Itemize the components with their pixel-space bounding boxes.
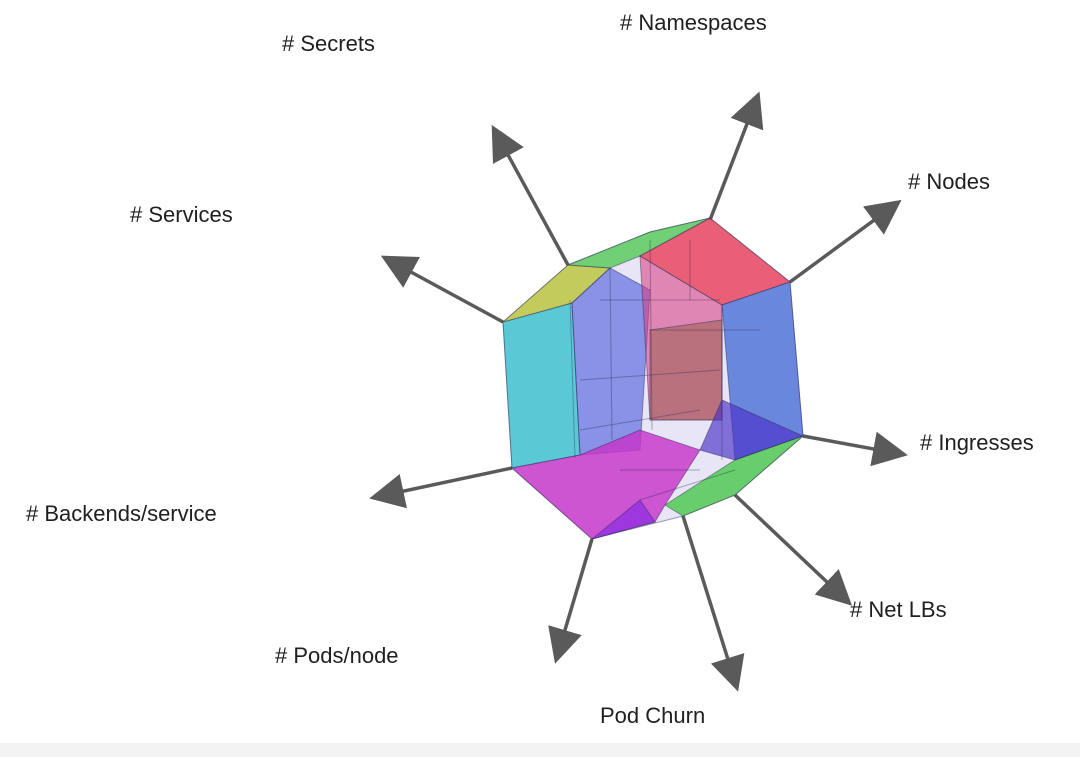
inner-edge-8 [579,409,701,431]
inner-edge-5 [579,369,721,381]
axis-arrow-secrets [491,124,570,266]
axis-arrow-backends [369,466,513,509]
axes-group [369,91,908,692]
face-blue-left [571,267,651,456]
label-pods-per-node: # Pods/node [275,643,399,668]
label-pod-churn: Pod Churn [600,703,706,728]
label-nodes: # Nodes [908,169,990,194]
face-green-bottom [664,435,804,517]
axis-arrow-podchurn [681,515,745,692]
label-namespaces: # Namespaces [620,10,767,35]
face-violet-bottom [591,499,656,540]
inner-edge-1 [609,267,613,441]
inner-edge-2 [649,239,653,431]
axis-arrow-nodes [788,199,902,284]
inner-edge-10 [639,469,736,501]
bottom-band [0,743,1080,757]
axis-arrow-services [380,255,504,324]
face-magenta [510,429,701,540]
label-ingresses: # Ingresses [920,430,1034,455]
polytope-shape [502,217,805,540]
label-backends-per-service: # Backends/service [26,501,217,526]
label-secrets: # Secrets [282,31,375,56]
face-center-dark [649,319,723,421]
axis-arrow-podsnode [548,538,594,664]
face-cyan [502,302,581,469]
axis-arrow-ingresses [802,431,908,467]
inner-edge-0 [569,299,576,459]
axis-arrow-namespaces [708,91,764,221]
label-services: # Services [130,202,233,227]
axis-arrow-netlbs [733,493,853,606]
label-net-lbs: # Net LBs [850,597,947,622]
